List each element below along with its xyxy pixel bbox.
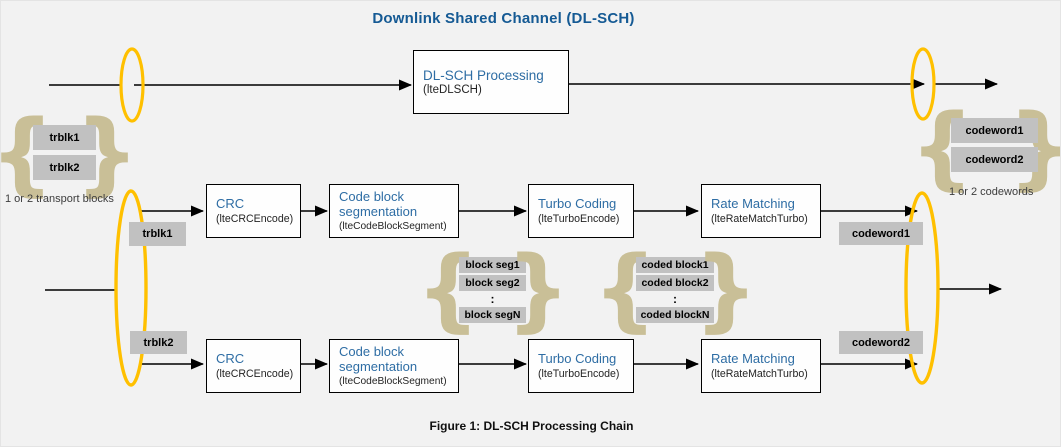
- figure-caption: Figure 1: DL-SCH Processing Chain: [429, 419, 634, 433]
- turbo-coding-box-function: (lteTurboEncode): [538, 367, 620, 380]
- turbo-coding-box-title: Turbo Coding: [538, 196, 617, 212]
- codeblock-segmentation-box-title: Code block segmentation: [339, 189, 418, 219]
- block-segN-chip: block segN: [459, 307, 526, 323]
- input-split-ellipse: [114, 189, 148, 387]
- crc-box-function: (lteCRCEncode): [216, 212, 294, 225]
- rate-matching-box-title: Rate Matching: [711, 351, 795, 367]
- trblk1-row-chip: trblk1: [129, 222, 186, 246]
- codeblock-segmentation-box-row1: Code block segmentation (lteCodeBlockSeg…: [329, 184, 459, 238]
- crc-box-row2: CRC (lteCRCEncode): [206, 339, 301, 393]
- brace-right-icon: }: [505, 237, 571, 342]
- top-input-ellipse: [119, 47, 145, 123]
- codeword1-group-chip: codeword1: [951, 118, 1038, 143]
- codeword2-row-chip: codeword2: [839, 331, 923, 354]
- rate-matching-box-row1: Rate Matching (lteRateMatchTurbo): [701, 184, 821, 238]
- turbo-coding-box-row2: Turbo Coding (lteTurboEncode): [528, 339, 634, 393]
- codeblock-segmentation-box-title: Code block segmentation: [339, 344, 418, 374]
- codeblock-segmentation-box-row2: Code block segmentation (lteCodeBlockSeg…: [329, 339, 459, 393]
- trblk2-group-chip: trblk2: [33, 155, 96, 180]
- brace-left-icon: {: [592, 237, 658, 342]
- input-group-caption: 1 or 2 transport blocks: [5, 193, 114, 205]
- coded-blockN-chip: coded blockN: [636, 307, 714, 323]
- crc-box-row1: CRC (lteCRCEncode): [206, 184, 301, 238]
- trblk1-group-chip: trblk1: [33, 125, 96, 150]
- codeword1-row-chip: codeword1: [839, 222, 923, 245]
- coded-block1-chip: coded block1: [636, 257, 714, 273]
- brace-right-icon: }: [74, 101, 140, 206]
- crc-box-function: (lteCRCEncode): [216, 367, 294, 380]
- block-seg2-chip: block seg2: [459, 275, 526, 291]
- dlsch-processing-box-title: DL-SCH Processing: [423, 67, 544, 83]
- codeblock-segmentation-box-function: (lteCodeBlockSegment): [339, 220, 447, 232]
- brace-left-icon: {: [415, 237, 481, 342]
- turbo-coding-box-title: Turbo Coding: [538, 351, 617, 367]
- turbo-coding-box-row1: Turbo Coding (lteTurboEncode): [528, 184, 634, 238]
- rate-matching-box-function: (lteRateMatchTurbo): [711, 212, 808, 225]
- trblk2-row-chip: trblk2: [130, 331, 187, 354]
- block-seg1-chip: block seg1: [459, 257, 526, 273]
- dlsch-processing-box-function: (lteDLSCH): [423, 84, 482, 97]
- codeblock-segmentation-box-function: (lteCodeBlockSegment): [339, 375, 447, 387]
- page-title: Downlink Shared Channel (DL-SCH): [372, 10, 635, 27]
- dlsch-processing-box: DL-SCH Processing (lteDLSCH): [413, 50, 569, 114]
- rate-matching-box-title: Rate Matching: [711, 196, 795, 212]
- crc-box-title: CRC: [216, 196, 245, 212]
- coded-block2-chip: coded block2: [636, 275, 714, 291]
- brace-left-icon: {: [1, 109, 54, 199]
- vertical-ellipsis: :: [490, 292, 495, 306]
- top-output-ellipse: [910, 47, 936, 121]
- vertical-ellipsis: :: [673, 292, 677, 306]
- brace-right-icon: }: [693, 237, 759, 342]
- codeword2-group-chip: codeword2: [951, 147, 1038, 172]
- rate-matching-box-function: (lteRateMatchTurbo): [711, 367, 808, 380]
- rate-matching-box-row2: Rate Matching (lteRateMatchTurbo): [701, 339, 821, 393]
- crc-box-title: CRC: [216, 351, 245, 367]
- output-group-caption: 1 or 2 codewords: [949, 186, 1034, 198]
- turbo-coding-box-function: (lteTurboEncode): [538, 212, 620, 225]
- output-merge-ellipse: [904, 191, 940, 385]
